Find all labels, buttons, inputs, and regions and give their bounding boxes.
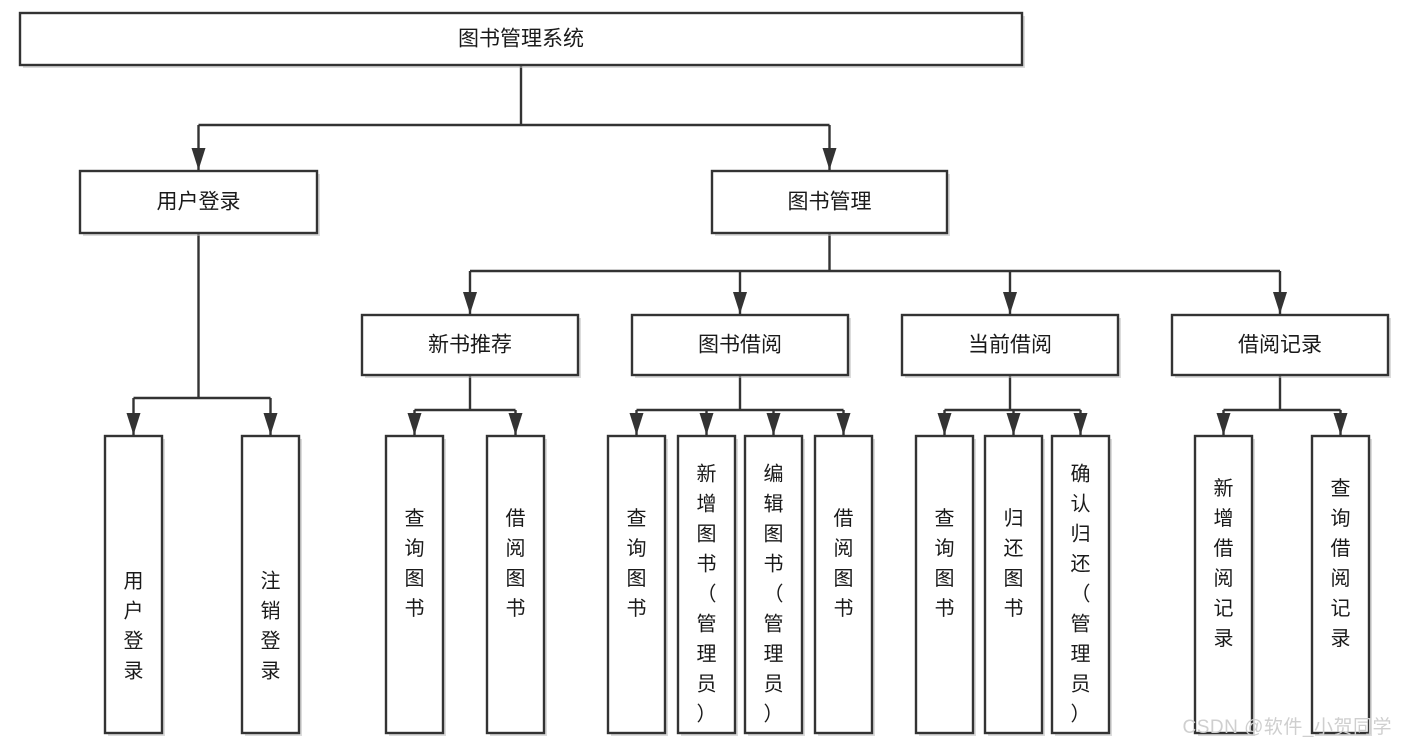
node-label: 用户登录	[124, 571, 144, 683]
node-label: 新书推荐	[428, 334, 512, 357]
node-label: 查询图书	[627, 507, 647, 620]
node-label: 新增图书（管理员）	[697, 463, 717, 726]
node-label: 查询图书	[935, 507, 955, 620]
node-leaf-confirm-return[interactable]: 确认归还（管理员）	[1050, 434, 1112, 736]
node-book-borrow[interactable]: 图书借阅	[630, 313, 851, 378]
node-label: 图书管理系统	[458, 28, 584, 51]
node-leaf-query-borrow-record[interactable]: 查询借阅记录	[1310, 434, 1372, 736]
node-leaf-logout[interactable]: 注销登录	[240, 434, 302, 736]
node-leaf-add-borrow-record[interactable]: 新增借阅记录	[1193, 434, 1255, 736]
node-leaf-query-book-borrow[interactable]: 查询图书	[606, 434, 668, 736]
node-layer: 图书管理系统用户登录图书管理新书推荐图书借阅当前借阅借阅记录用户登录注销登录查询…	[18, 11, 1391, 736]
node-label: 注销登录	[261, 570, 281, 683]
node-label: 借阅记录	[1238, 334, 1322, 357]
node-leaf-return-book[interactable]: 归还图书	[983, 434, 1045, 736]
node-label: 借阅图书	[834, 507, 854, 620]
node-label: 归还图书	[1004, 507, 1024, 620]
node-book-management[interactable]: 图书管理	[710, 169, 950, 236]
connector-layer	[126, 65, 1348, 435]
node-label: 图书管理	[788, 191, 872, 214]
node-label: 当前借阅	[968, 334, 1052, 357]
node-leaf-edit-book[interactable]: 编辑图书（管理员）	[743, 434, 805, 736]
node-user-login[interactable]: 用户登录	[78, 169, 320, 236]
node-leaf-query-book-current[interactable]: 查询图书	[914, 434, 976, 736]
node-leaf-user-login[interactable]: 用户登录	[103, 434, 165, 736]
node-leaf-borrow-book[interactable]: 借阅图书	[813, 434, 875, 736]
node-label: 用户登录	[157, 191, 241, 214]
node-leaf-query-book-recommend[interactable]: 查询图书	[384, 434, 446, 736]
node-leaf-borrow-book-recommend[interactable]: 借阅图书	[485, 434, 547, 736]
csdn-watermark: CSDN @软件_小贺同学	[1183, 716, 1392, 738]
node-label: 查询借阅记录	[1331, 477, 1351, 650]
node-label: 借阅图书	[506, 507, 526, 620]
node-label: 确认归还（管理员）	[1071, 463, 1091, 726]
node-new-book-recommend[interactable]: 新书推荐	[360, 313, 581, 378]
node-leaf-add-book[interactable]: 新增图书（管理员）	[676, 434, 738, 736]
node-label: 查询图书	[405, 507, 425, 620]
node-label: 图书借阅	[698, 334, 782, 357]
node-root-system[interactable]: 图书管理系统	[18, 11, 1025, 68]
node-current-borrow[interactable]: 当前借阅	[900, 313, 1121, 378]
node-label: 新增借阅记录	[1214, 477, 1234, 650]
node-borrow-record[interactable]: 借阅记录	[1170, 313, 1391, 378]
node-label: 编辑图书（管理员）	[764, 463, 784, 726]
